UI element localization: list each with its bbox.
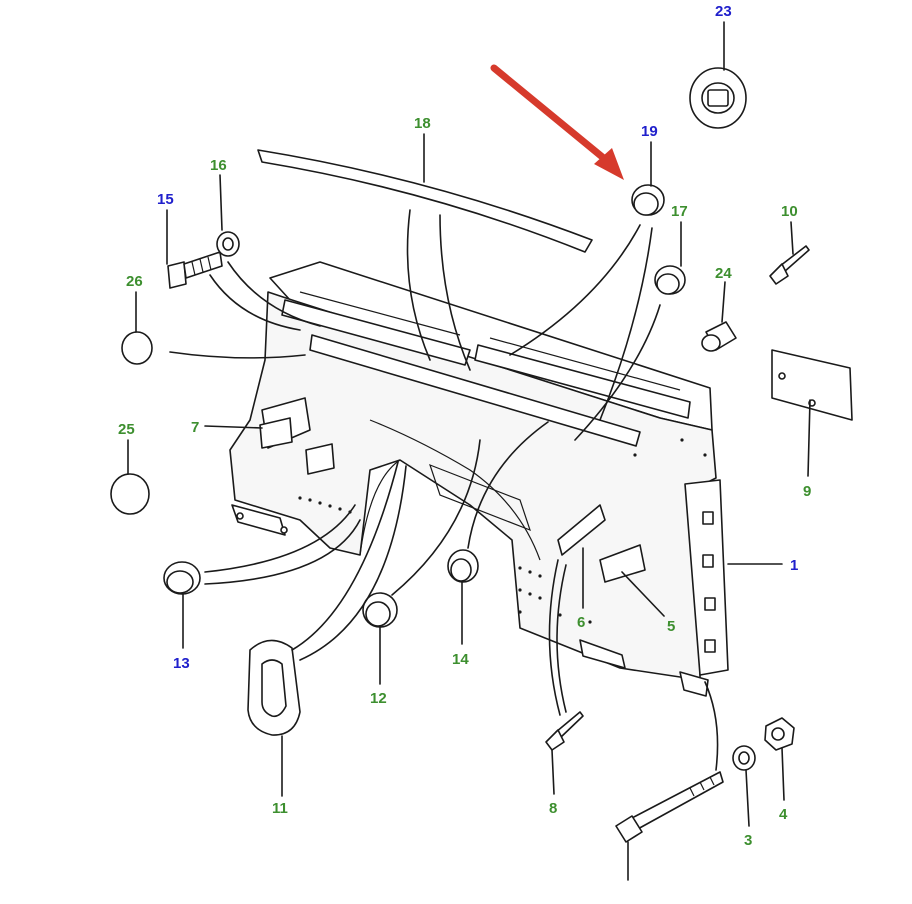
callout-4: 4 xyxy=(779,806,788,823)
part-17-plug xyxy=(654,265,686,295)
part-15-bolt xyxy=(167,251,223,289)
callout-14: 14 xyxy=(452,651,469,668)
part-23-bush xyxy=(701,321,737,352)
part-19-plug xyxy=(631,184,665,216)
callout-15: 15 xyxy=(157,191,174,208)
callout-6: 6 xyxy=(577,614,585,631)
callout-11: 11 xyxy=(272,800,288,817)
callout-25: 25 xyxy=(118,421,135,438)
assembly-lines xyxy=(169,209,719,771)
part-13-grommet xyxy=(163,561,201,595)
callout-13: 13 xyxy=(173,655,190,672)
highlight-arrow-icon xyxy=(490,64,624,180)
callout-23: 24 xyxy=(715,265,732,282)
part-8-rivet xyxy=(545,711,584,751)
part-11-grommet xyxy=(247,639,301,736)
callout-9: 9 xyxy=(803,483,811,500)
part-14-grommet xyxy=(447,549,479,583)
part-18-seal-strip xyxy=(257,149,593,253)
callout-18: 18 xyxy=(414,115,431,132)
part-4-nut xyxy=(764,717,795,751)
bulkhead-panel xyxy=(229,261,729,697)
part-24-grommet xyxy=(689,67,747,129)
callout-26: 26 xyxy=(126,273,143,290)
callout-8: 8 xyxy=(549,800,557,817)
callout-12: 12 xyxy=(370,690,387,707)
callout-17: 17 xyxy=(671,203,688,220)
part-10-rivet xyxy=(769,245,810,285)
part-16-washer xyxy=(216,231,240,257)
callout-labels: 23 18 19 17 16 15 26 10 24 9 25 7 1 5 6 … xyxy=(118,3,811,849)
callout-leaders xyxy=(127,21,811,881)
callout-16: 16 xyxy=(210,157,227,174)
callout-19: 19 xyxy=(641,123,658,140)
part-25-cap xyxy=(110,473,150,515)
long-bolt xyxy=(615,771,724,843)
callout-3: 3 xyxy=(744,832,752,849)
callout-10: 10 xyxy=(781,203,798,220)
part-9-plate xyxy=(771,349,853,421)
callout-7: 7 xyxy=(191,419,199,436)
callout-24: 23 xyxy=(715,3,732,20)
part-12-grommet xyxy=(362,592,398,628)
part-3-washer xyxy=(732,745,756,771)
part-26-cap xyxy=(121,331,153,365)
callout-5: 5 xyxy=(667,618,675,635)
callout-1: 1 xyxy=(790,557,798,574)
